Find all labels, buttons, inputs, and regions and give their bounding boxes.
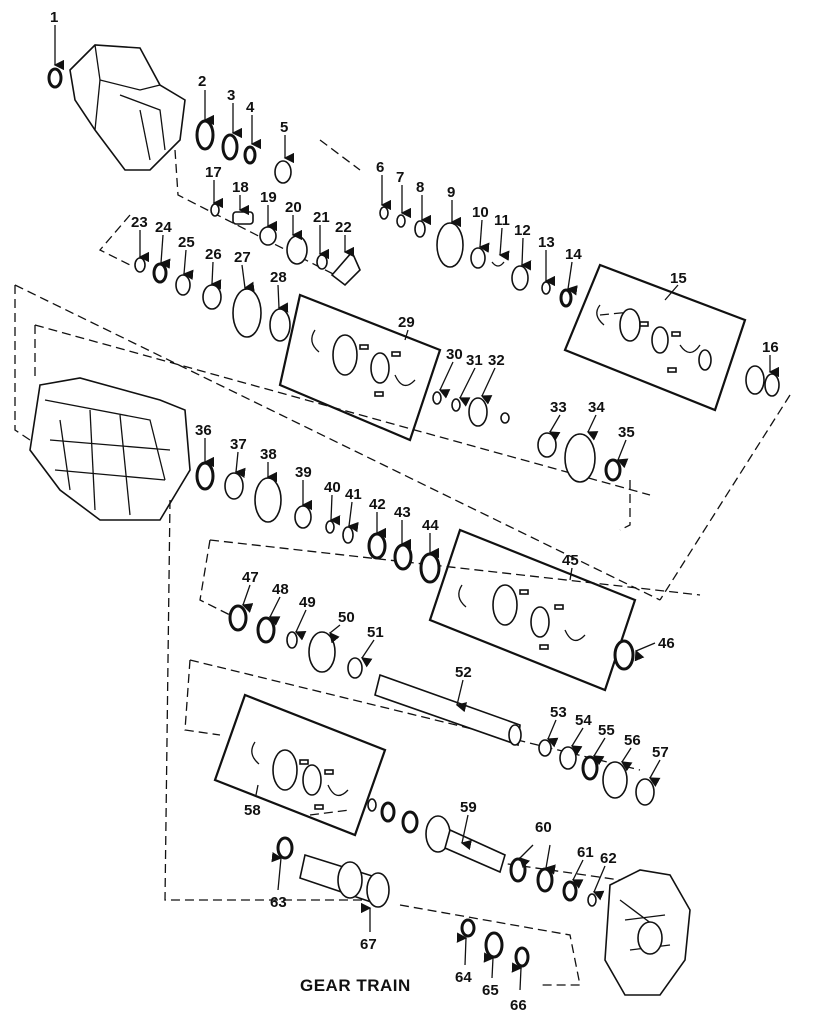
- callout-9: 9: [447, 184, 455, 201]
- callout-34: 34: [588, 399, 605, 416]
- callout-29: 29: [398, 314, 415, 331]
- callout-7: 7: [396, 169, 404, 186]
- callout-42: 42: [369, 496, 386, 513]
- callout-21: 21: [313, 209, 330, 226]
- front-bearing-retainer: [604, 869, 691, 996]
- callout-43: 43: [394, 504, 411, 521]
- callout-66: 66: [510, 997, 527, 1014]
- callout-4: 4: [246, 99, 255, 116]
- callout-labels: 1 2 3 4 5 6 7 8 9 10 11 12 13 14 15 16 1…: [50, 9, 779, 1014]
- callout-35: 35: [618, 424, 635, 441]
- leader-lines: [53, 25, 780, 991]
- callout-63: 63: [270, 894, 287, 911]
- callout-59: 59: [460, 799, 477, 816]
- callout-44: 44: [422, 517, 439, 534]
- synchronizer-box-29: [278, 293, 442, 442]
- callout-27: 27: [234, 249, 251, 266]
- callout-51: 51: [367, 624, 384, 641]
- callout-65: 65: [482, 982, 499, 999]
- callout-33: 33: [550, 399, 567, 416]
- callout-58: 58: [244, 802, 261, 819]
- callout-24: 24: [155, 219, 172, 236]
- callout-23: 23: [131, 214, 148, 231]
- callout-11: 11: [494, 212, 510, 229]
- callout-16: 16: [762, 339, 779, 356]
- callout-48: 48: [272, 581, 289, 598]
- callout-30: 30: [446, 346, 463, 363]
- diagram-caption: GEAR TRAIN: [300, 976, 411, 995]
- callout-57: 57: [652, 744, 669, 761]
- callout-64: 64: [455, 969, 472, 986]
- callout-60: 60: [535, 819, 552, 836]
- callout-15: 15: [670, 270, 687, 287]
- callout-10: 10: [472, 204, 489, 221]
- callout-6: 6: [376, 159, 384, 176]
- callout-61: 61: [577, 844, 594, 861]
- callout-45: 45: [562, 552, 579, 569]
- part-1-seal: [47, 67, 63, 89]
- callout-26: 26: [205, 246, 222, 263]
- callout-40: 40: [324, 479, 341, 496]
- callout-28: 28: [270, 269, 287, 286]
- callout-47: 47: [242, 569, 259, 586]
- transmission-case: [29, 377, 191, 521]
- callout-14: 14: [565, 246, 582, 263]
- callout-25: 25: [178, 234, 195, 251]
- synchronizer-box-15: [563, 263, 747, 412]
- callout-56: 56: [624, 732, 641, 749]
- callout-36: 36: [195, 422, 212, 439]
- callout-2: 2: [198, 73, 206, 90]
- synchronizer-box-58: [213, 693, 387, 837]
- callout-19: 19: [260, 189, 277, 206]
- callout-5: 5: [280, 119, 288, 136]
- callout-17: 17: [205, 164, 222, 181]
- callout-52: 52: [455, 664, 472, 681]
- synchronizer-box-45: [428, 528, 637, 692]
- callout-54: 54: [575, 712, 592, 729]
- callout-20: 20: [285, 199, 302, 216]
- callout-38: 38: [260, 446, 277, 463]
- callout-12: 12: [514, 222, 531, 239]
- callout-46: 46: [658, 635, 675, 652]
- callout-67: 67: [360, 936, 377, 953]
- callout-8: 8: [416, 179, 424, 196]
- callout-53: 53: [550, 704, 567, 721]
- callout-18: 18: [232, 179, 249, 196]
- callout-62: 62: [600, 850, 617, 867]
- callout-41: 41: [345, 486, 362, 503]
- callout-31: 31: [466, 352, 483, 369]
- extension-housing: [69, 44, 186, 171]
- callout-39: 39: [295, 464, 312, 481]
- callout-13: 13: [538, 234, 555, 251]
- callout-1: 1: [50, 9, 58, 26]
- callout-55: 55: [598, 722, 615, 739]
- callout-32: 32: [488, 352, 505, 369]
- assembly-lines: [14, 139, 791, 986]
- callout-3: 3: [227, 87, 235, 104]
- callout-50: 50: [338, 609, 355, 626]
- callout-37: 37: [230, 436, 247, 453]
- callout-49: 49: [299, 594, 316, 611]
- callout-22: 22: [335, 219, 352, 236]
